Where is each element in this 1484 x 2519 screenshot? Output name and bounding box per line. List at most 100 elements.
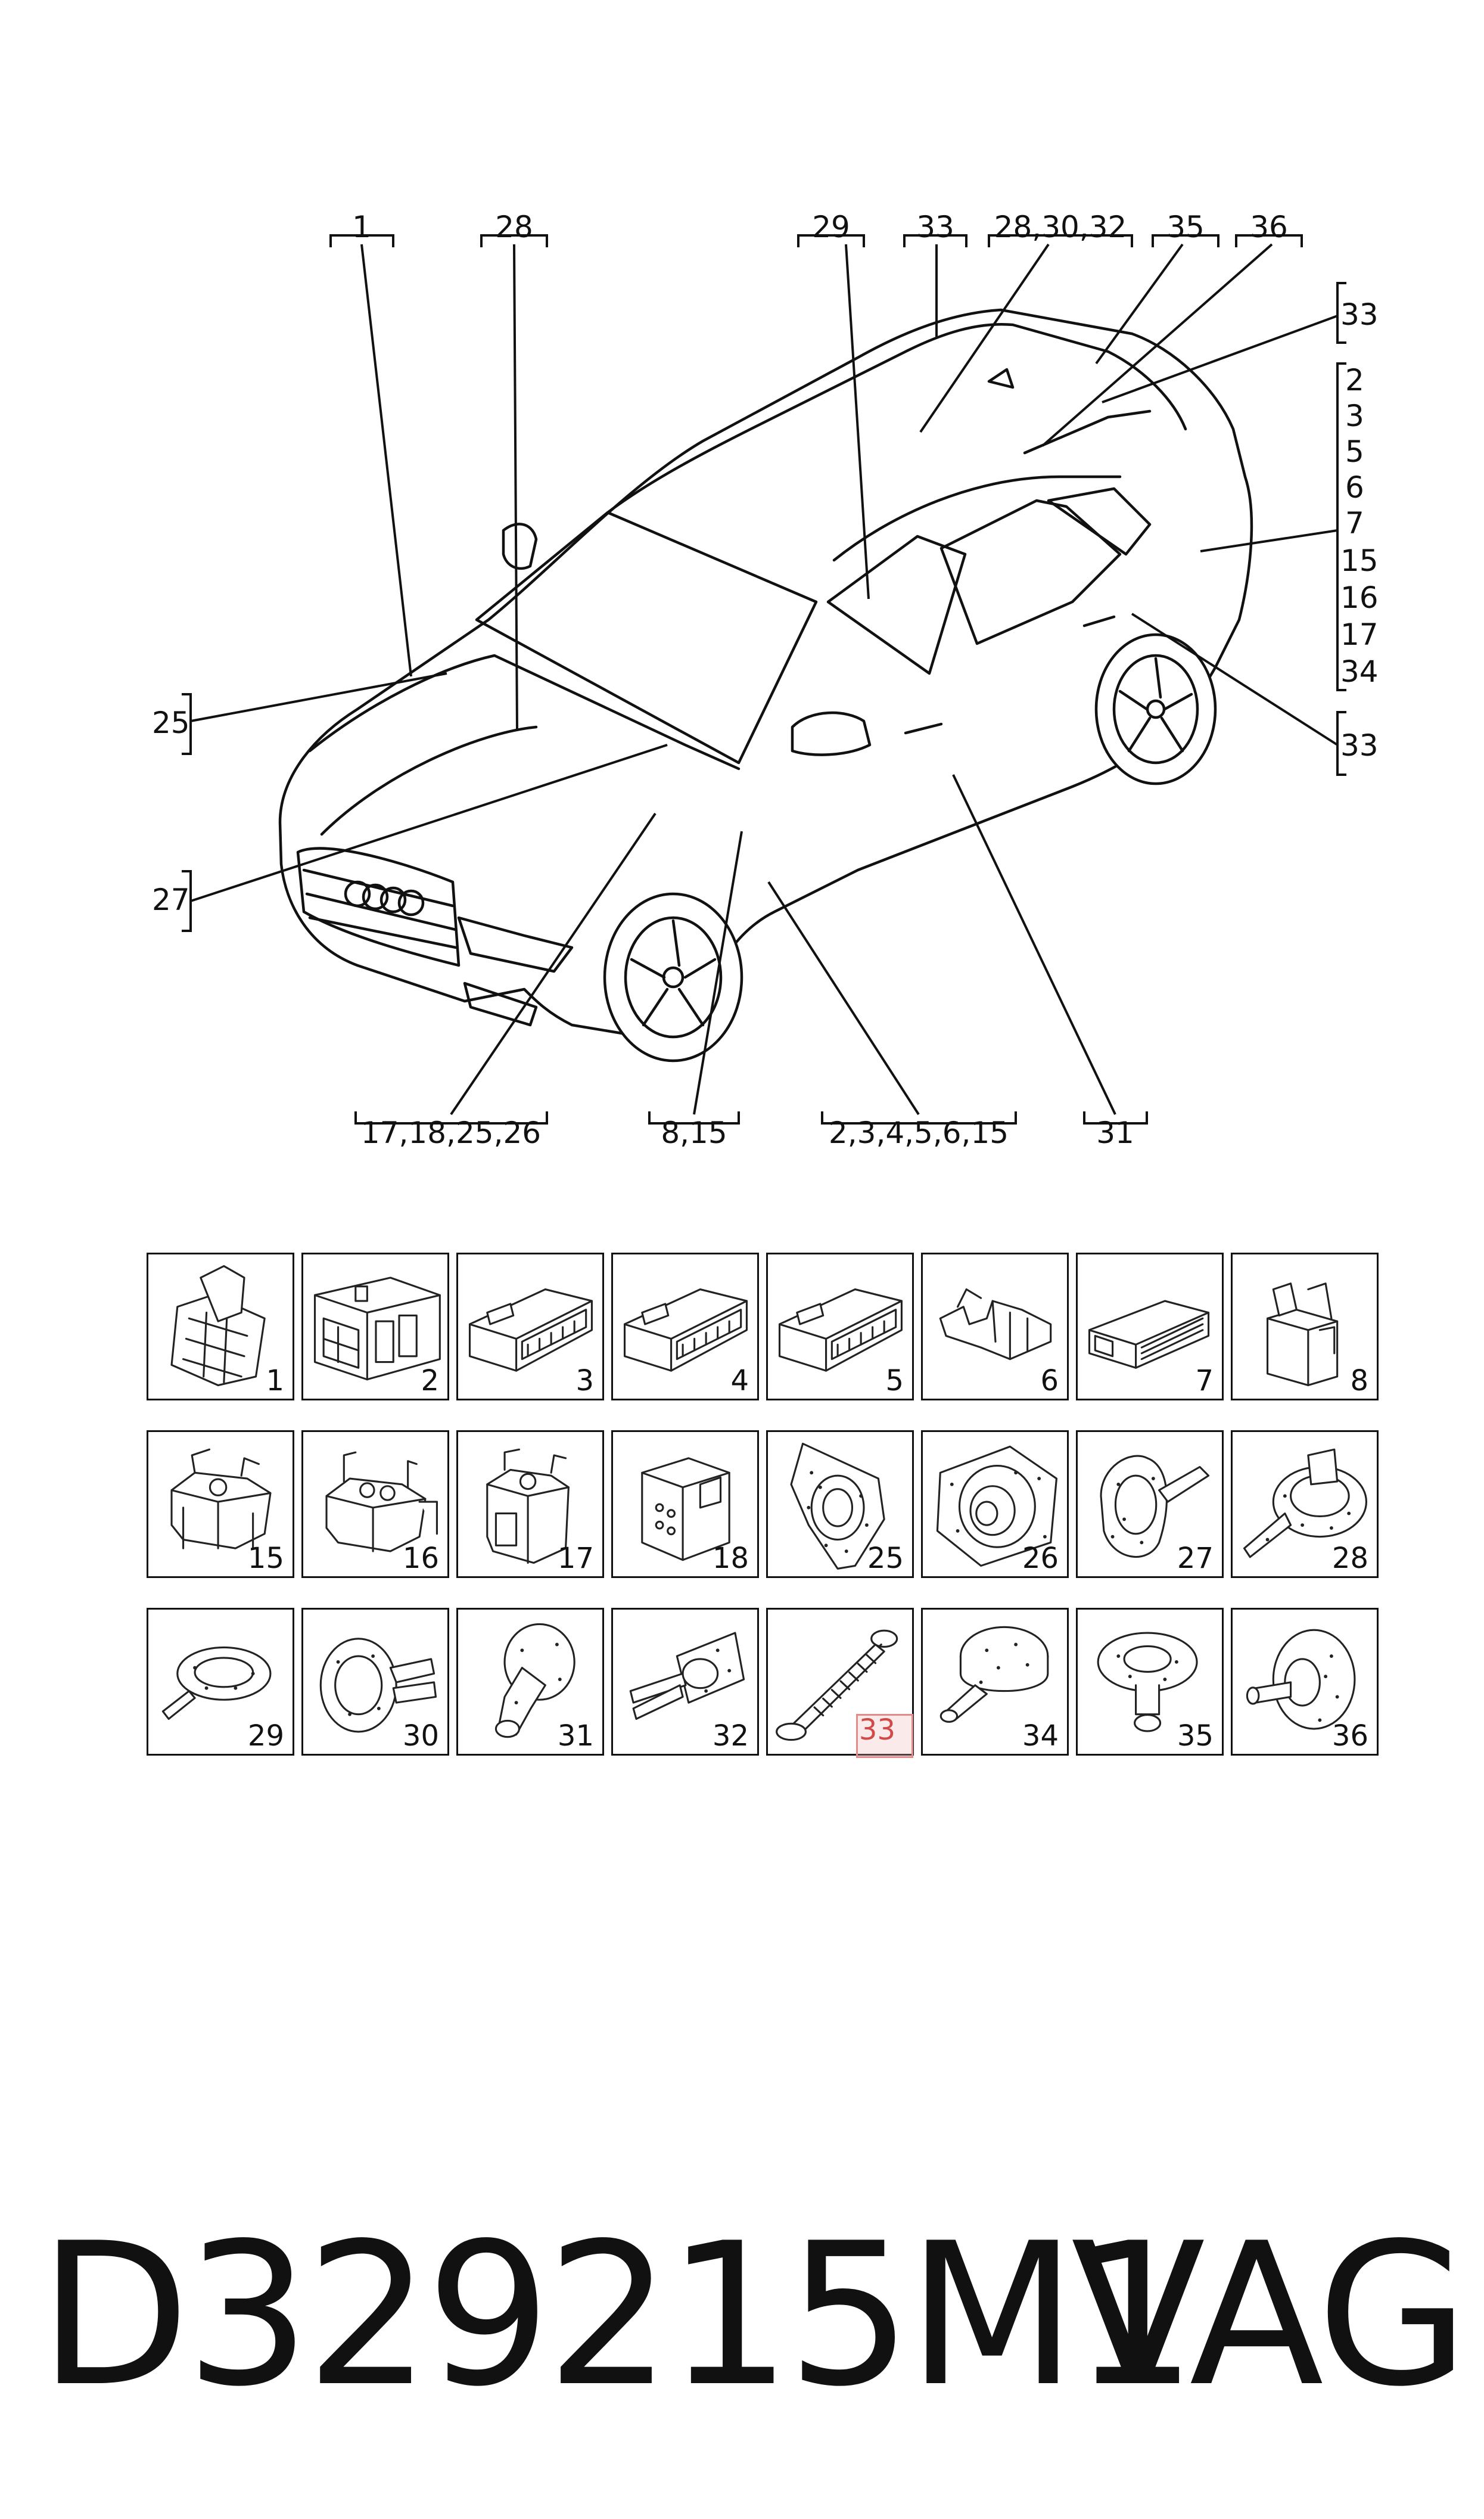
part-number: 1 (266, 1364, 284, 1397)
connector-housing-icon (468, 1288, 593, 1372)
part-number: 28 (1331, 1542, 1368, 1575)
part-number: 16 (402, 1542, 439, 1575)
callout-label: 36 (1250, 210, 1288, 244)
callout-label: 33 (1340, 728, 1379, 763)
part-cell[interactable]: 30 (301, 1608, 449, 1756)
callout-label: 33 (916, 210, 954, 244)
plug-connector-icon (641, 1457, 730, 1561)
grommet-plate-icon (936, 1445, 1057, 1567)
grommet-icon (1246, 1629, 1356, 1730)
part-cell[interactable]: 4 (611, 1253, 759, 1400)
part-number: 15 (247, 1542, 284, 1575)
callout-label: 29 (812, 210, 850, 244)
callout-label: 16 (1340, 580, 1379, 615)
part-cell[interactable]: 25 (766, 1430, 914, 1578)
callout-label: 34 (1340, 654, 1379, 689)
grommet-icon (1100, 1455, 1210, 1558)
part-number: 4 (730, 1364, 749, 1397)
connector-housing-icon (778, 1288, 903, 1372)
part-cell[interactable]: 32 (611, 1608, 759, 1756)
part-number: 17 (557, 1542, 594, 1575)
part-number: 5 (885, 1364, 904, 1397)
callout-label: 3 (1345, 399, 1364, 433)
part-cell[interactable]: 5 (766, 1253, 914, 1400)
part-cell[interactable]: 8 (1231, 1253, 1379, 1400)
callout-top-1[interactable]: 1 (329, 210, 394, 247)
callout-label: 8,15 (661, 1116, 727, 1150)
callout-top-28-30-32[interactable]: 28,30,32 (988, 210, 1133, 247)
grommet-icon (161, 1646, 272, 1720)
part-cell-highlighted[interactable]: 33 (766, 1608, 914, 1758)
callout-bottom-17-18-25-26[interactable]: 17,18,25,26 (354, 1111, 548, 1150)
part-cell[interactable]: 7 (1076, 1253, 1224, 1400)
grommet-icon (1243, 1448, 1367, 1558)
part-number: 8 (1350, 1364, 1368, 1397)
part-number: 27 (1177, 1542, 1214, 1575)
callout-top-33[interactable]: 33 (903, 210, 967, 247)
part-cell[interactable]: 3 (456, 1253, 604, 1400)
part-number: 2 (421, 1364, 439, 1397)
callout-label: 15 (1340, 543, 1379, 578)
relay-base-icon (325, 1451, 438, 1552)
part-cell[interactable]: 35 (1076, 1608, 1224, 1756)
multi-grommet-icon (629, 1632, 745, 1720)
part-cell[interactable]: 36 (1231, 1608, 1379, 1756)
callout-left-25[interactable]: 25 (152, 693, 192, 755)
callout-label: 27 (152, 883, 190, 917)
callout-left-27[interactable]: 27 (152, 870, 192, 932)
callout-label: 35 (1166, 210, 1205, 244)
grommet-icon (494, 1623, 575, 1738)
part-cell[interactable]: 15 (147, 1430, 294, 1578)
part-number: 25 (867, 1542, 904, 1575)
callout-top-28[interactable]: 28 (480, 210, 548, 247)
callout-bottom-31[interactable]: 31 (1083, 1111, 1148, 1150)
part-cell[interactable]: 1 (147, 1253, 294, 1400)
callout-top-35[interactable]: 35 (1152, 210, 1219, 247)
part-number: 34 (1022, 1719, 1059, 1753)
brand-label: VAG (1071, 2201, 1469, 2430)
callout-right-33-top[interactable]: 33 (1336, 282, 1379, 344)
part-number: 35 (1177, 1719, 1214, 1753)
callout-right-group[interactable]: 2 3 5 6 7 15 16 17 34 (1336, 362, 1379, 691)
vehicle-diagram: 1 28 29 33 28,30,32 35 36 33 2 3 5 6 7 1… (152, 210, 1379, 1150)
part-cell[interactable]: 26 (921, 1430, 1069, 1578)
part-cell[interactable]: 29 (147, 1608, 294, 1756)
leader-lines (190, 243, 1339, 1116)
part-cell[interactable]: 6 (921, 1253, 1069, 1400)
callout-label: 1 (352, 210, 371, 244)
small-connector-icon (939, 1288, 1052, 1361)
part-cell[interactable]: 16 (301, 1430, 449, 1578)
part-cell[interactable]: 27 (1076, 1430, 1224, 1578)
part-number: 7 (1195, 1364, 1214, 1397)
relay-base-icon (170, 1448, 272, 1549)
part-cell[interactable]: 34 (921, 1608, 1069, 1756)
part-number: 6 (1040, 1364, 1059, 1397)
callout-label: 25 (152, 706, 190, 740)
callout-top-36[interactable]: 36 (1235, 210, 1303, 247)
part-number: 3 (575, 1364, 594, 1397)
part-cell[interactable]: 2 (301, 1253, 449, 1400)
relay-base-icon (486, 1448, 570, 1564)
callout-bottom-8-15[interactable]: 8,15 (648, 1111, 740, 1150)
part-number: 31 (557, 1719, 594, 1753)
relay-socket-icon (1266, 1282, 1339, 1387)
callout-bottom-2-3-4-5-6-15[interactable]: 2,3,4,5,6,15 (821, 1111, 1017, 1150)
footer: D329215M1 VAG (24, 2201, 1469, 2455)
grommet-icon (939, 1626, 1049, 1723)
callout-label: 6 (1345, 470, 1364, 505)
grommet-icon (319, 1638, 437, 1733)
callout-right-33-bottom[interactable]: 33 (1336, 711, 1379, 776)
callout-top-29[interactable]: 29 (797, 210, 865, 247)
callout-label: 7 (1345, 506, 1364, 541)
part-number: 32 (712, 1719, 749, 1753)
callout-label: 2 (1345, 363, 1364, 397)
part-cell[interactable]: 28 (1231, 1430, 1379, 1578)
highlight-box (856, 1714, 913, 1758)
connector-housing-icon (623, 1288, 748, 1372)
grommet-plate-icon (790, 1442, 885, 1570)
part-cell[interactable]: 18 (611, 1430, 759, 1578)
part-cell[interactable]: 17 (456, 1430, 604, 1578)
relay-plate-icon (313, 1276, 441, 1381)
part-number: 29 (247, 1719, 284, 1753)
part-cell[interactable]: 31 (456, 1608, 604, 1756)
